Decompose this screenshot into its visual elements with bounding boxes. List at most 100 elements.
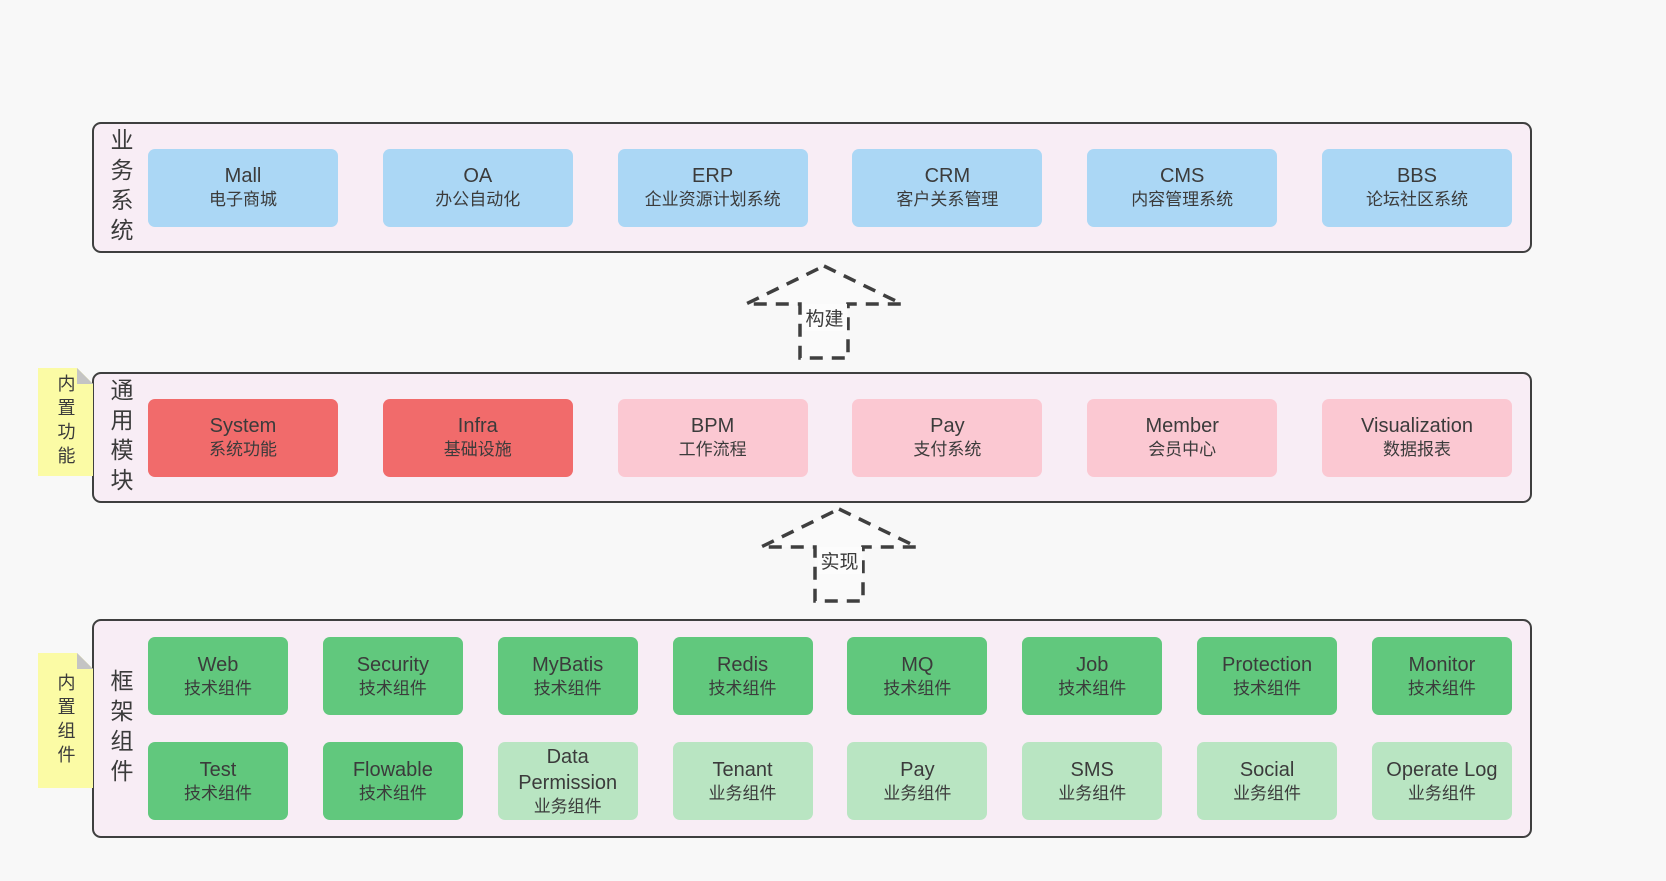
- arrow-up-implement: 实现: [757, 505, 922, 605]
- component-name: Job: [1076, 653, 1109, 676]
- component-name: Flowable: [352, 758, 433, 781]
- component-name: Security: [356, 653, 429, 676]
- component-desc: 技术组件: [184, 783, 252, 803]
- component-name: OA: [463, 165, 493, 188]
- band-label-common-modules: 通用模块: [107, 377, 133, 498]
- component-desc: 业务组件: [1407, 783, 1476, 803]
- component-name: Mall: [224, 165, 262, 188]
- component-desc: 技术组件: [1233, 678, 1302, 698]
- component-name: Operate Log: [1386, 758, 1498, 781]
- component-desc: 客户关系管理: [896, 190, 999, 210]
- component-name: Web: [197, 653, 239, 676]
- sticky-note-builtin-components: 内置组件: [38, 653, 93, 788]
- component-name: Monitor: [1408, 653, 1476, 676]
- component-desc: 技术组件: [533, 678, 602, 698]
- component-desc: 内容管理系统: [1131, 190, 1234, 210]
- component-name: SMS: [1070, 758, 1114, 781]
- component-name: CMS: [1159, 165, 1205, 188]
- sticky-note-builtin-features: 内置功能: [38, 368, 93, 476]
- component-desc: 技术组件: [358, 678, 427, 698]
- component-name: Redis: [716, 653, 769, 676]
- component-name: Pay: [930, 415, 965, 438]
- arrow-label-build: 构建: [802, 304, 847, 331]
- sticky-note-text: 内置组件: [55, 672, 76, 769]
- component-name: Social: [1239, 758, 1295, 781]
- component-desc: 技术组件: [184, 678, 252, 698]
- component-name: Test: [199, 758, 237, 781]
- component-desc: 系统功能: [209, 440, 277, 460]
- component-desc: 基础设施: [443, 440, 512, 460]
- component-desc: 数据报表: [1382, 440, 1451, 460]
- component-desc: 办公自动化: [435, 190, 521, 210]
- component-desc: 业务组件: [883, 783, 952, 803]
- component-desc: 技术组件: [1407, 678, 1476, 698]
- component-desc: 业务组件: [708, 783, 777, 803]
- component-desc: 论坛社区系统: [1365, 190, 1468, 210]
- component-name: ERP: [692, 165, 734, 188]
- component-desc: 工作流程: [678, 440, 747, 460]
- component-desc: 电子商城: [209, 190, 277, 210]
- component-name: Pay: [900, 758, 935, 781]
- component-name: BPM: [690, 415, 735, 438]
- component-name: Protection: [1222, 653, 1313, 676]
- component-name: System: [209, 415, 277, 438]
- component-name: Visualization: [1361, 415, 1473, 438]
- component-name: MyBatis: [532, 653, 604, 676]
- component-desc: 业务组件: [1233, 783, 1302, 803]
- arrow-up-build: 构建: [742, 262, 907, 362]
- component-name: Infra: [457, 415, 498, 438]
- component-desc: 技术组件: [883, 678, 952, 698]
- component-desc: 技术组件: [358, 783, 427, 803]
- arrow-label-implement: 实现: [817, 547, 862, 574]
- component-desc: 支付系统: [913, 440, 982, 460]
- component-desc: 技术组件: [708, 678, 777, 698]
- band-label-framework-components: 框架组件: [107, 668, 133, 789]
- component-desc: 技术组件: [1058, 678, 1127, 698]
- component-name: Member: [1145, 415, 1219, 438]
- band-label-business-systems: 业务系统: [107, 127, 133, 248]
- component-desc: 会员中心: [1148, 440, 1217, 460]
- component-name: MQ: [901, 653, 934, 676]
- component-name: Data Permission: [518, 745, 618, 794]
- component-desc: 业务组件: [1058, 783, 1127, 803]
- component-desc: 业务组件: [533, 796, 602, 816]
- sticky-note-text: 内置功能: [55, 374, 76, 470]
- component-desc: 企业资源计划系统: [644, 190, 781, 210]
